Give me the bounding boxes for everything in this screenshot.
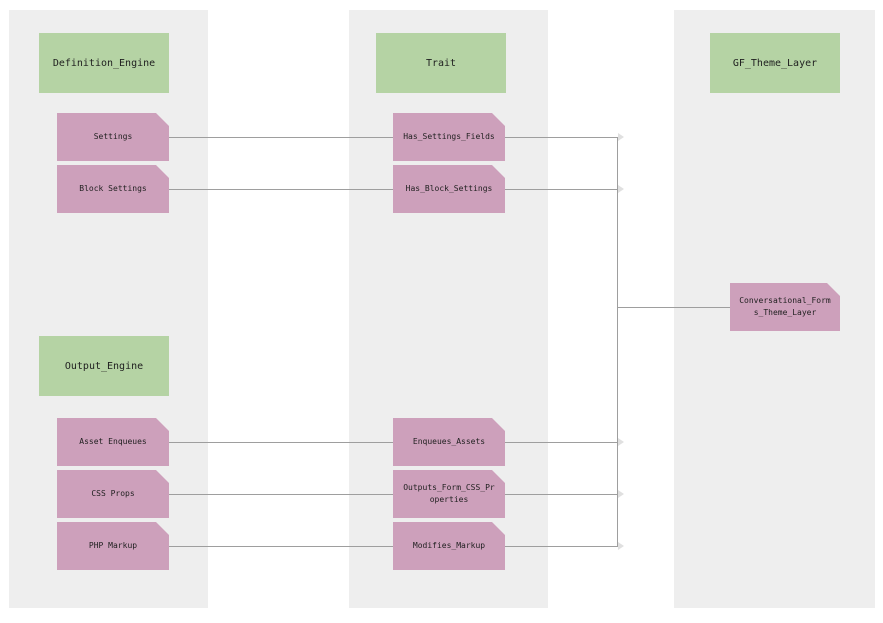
node-label: Has_Settings_Fields (403, 132, 495, 141)
node-label: Conversational_Forms_Theme_Layer (739, 296, 831, 317)
node-label: CSS Props (91, 489, 135, 498)
header-gf-theme-layer: GF_Theme_Layer (710, 33, 840, 93)
node-label: Settings (93, 132, 133, 141)
node-asset-enqueues: Asset Enqueues (57, 418, 169, 466)
arrowhead-icon (618, 490, 624, 498)
node-label: Asset Enqueues (79, 437, 147, 446)
edge-bus-to-conversational-forms-theme-layer (617, 307, 730, 308)
header-label: Definition_Engine (52, 57, 156, 69)
header-label: Output_Engine (64, 360, 144, 372)
node-block-settings: Block Settings (57, 165, 169, 213)
arrowhead-icon (618, 438, 624, 446)
node-label: PHP Markup (88, 541, 138, 550)
node-has-settings-fields: Has_Settings_Fields (393, 113, 505, 161)
node-has-block-settings: Has_Block_Settings (393, 165, 505, 213)
header-definition-engine: Definition_Engine (39, 33, 169, 93)
arrowhead-icon (618, 133, 624, 141)
header-output-engine: Output_Engine (39, 336, 169, 396)
node-label: Outputs_Form_CSS_Properties (403, 483, 495, 504)
cluster-engines (9, 10, 208, 608)
header-label: Trait (425, 57, 457, 69)
node-css-props: CSS Props (57, 470, 169, 518)
header-label: GF_Theme_Layer (732, 57, 818, 69)
node-settings: Settings (57, 113, 169, 161)
arrowhead-icon (618, 542, 624, 550)
node-enqueues-assets: Enqueues_Assets (393, 418, 505, 466)
node-conversational-forms-theme-layer: Conversational_Forms_Theme_Layer (730, 283, 840, 331)
node-modifies-markup: Modifies_Markup (393, 522, 505, 570)
node-label: Has_Block_Settings (405, 184, 493, 193)
node-label: Modifies_Markup (412, 541, 486, 550)
arrowhead-icon (618, 185, 624, 193)
node-outputs-form-css-properties: Outputs_Form_CSS_Properties (393, 470, 505, 518)
node-label: Block Settings (79, 184, 147, 193)
header-trait: Trait (376, 33, 506, 93)
node-label: Enqueues_Assets (412, 437, 486, 446)
node-php-markup: PHP Markup (57, 522, 169, 570)
cluster-traits (349, 10, 548, 608)
edge-bus-vertical (617, 137, 618, 547)
